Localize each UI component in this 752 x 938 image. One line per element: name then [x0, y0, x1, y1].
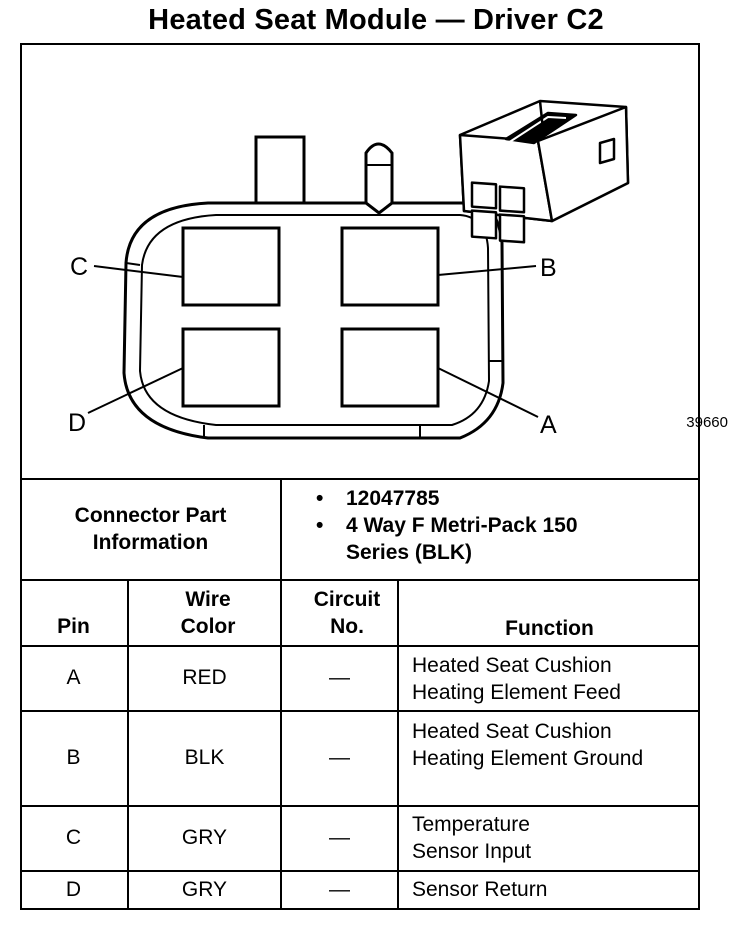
pin-label-b: B — [540, 254, 557, 282]
row-c-circuit: — — [329, 826, 350, 849]
header-pin: Pin — [57, 615, 90, 638]
lock-tab — [254, 135, 306, 205]
row-d-wire-color: GRY — [181, 878, 228, 901]
row-c-function: Temperature Sensor Input — [412, 813, 532, 863]
connector-type: • 4 Way F Metri-Pack 150 Series (BLK) — [316, 514, 578, 564]
cavity-d — [181, 327, 281, 408]
row-b-circuit: — — [329, 746, 350, 769]
divider-row-c-bottom — [20, 870, 700, 872]
row-a-circuit: — — [329, 666, 350, 689]
diagram-frame — [20, 43, 700, 910]
bullet-icon: • — [316, 514, 324, 537]
leader-b — [437, 265, 537, 276]
divider-row-b-bottom — [20, 805, 700, 807]
row-b-wire-color: BLK — [184, 746, 225, 769]
divider-diagram-bottom — [20, 478, 700, 480]
connector-part-number: • 12047785 — [316, 487, 440, 510]
header-wire-color: Wire Color — [180, 588, 236, 638]
row-c-wire-color: GRY — [181, 826, 228, 849]
row-a-wire-color: RED — [182, 666, 227, 689]
divider-connector-info-column — [280, 478, 282, 579]
connector-info-label: Connector Part Information — [74, 504, 227, 554]
connector-face-drawing: C B D A — [68, 99, 630, 440]
polarizing-key — [364, 142, 394, 215]
divider-header-bottom — [20, 645, 700, 647]
row-b-pin: B — [66, 746, 81, 769]
leader-d — [87, 367, 184, 414]
row-d-function: Sensor Return — [412, 878, 548, 901]
header-circuit-no: Circuit No. — [313, 588, 381, 638]
cavity-a — [340, 327, 440, 408]
header-function: Function — [505, 617, 594, 640]
figure-reference-number: 39660 — [686, 414, 728, 431]
row-d-circuit: — — [329, 878, 350, 901]
connector-info-list: • 12047785 • 4 Way F Metri-Pack 150 Seri… — [316, 485, 606, 566]
row-c-pin: C — [65, 826, 82, 849]
leader-c — [93, 265, 184, 278]
row-a-function: Heated Seat Cushion Heating Element Feed — [412, 654, 621, 704]
connector-diagram: C B D A — [20, 43, 700, 479]
divider-row-a-bottom — [20, 710, 700, 712]
pin-label-c: C — [70, 253, 88, 281]
row-d-pin: D — [65, 878, 82, 901]
divider-col-wire-color — [280, 579, 282, 910]
divider-col-pin — [127, 579, 129, 910]
left-flat — [125, 262, 141, 266]
connector-outer-shell — [122, 201, 505, 440]
row-a-pin: A — [66, 666, 81, 689]
leader-a — [437, 367, 539, 418]
row-b-function: Heated Seat Cushion Heating Element Grou… — [412, 720, 644, 770]
pin-label-a: A — [540, 411, 557, 439]
page-title: Heated Seat Module — Driver C2 — [148, 4, 604, 36]
divider-connector-info-bottom — [20, 579, 700, 581]
divider-col-circuit — [397, 579, 399, 910]
cavity-b — [340, 226, 440, 307]
pin-label-d: D — [68, 409, 86, 437]
connector-3d-illustration — [458, 99, 630, 244]
cavity-c — [181, 226, 281, 307]
bullet-icon: • — [316, 487, 324, 510]
